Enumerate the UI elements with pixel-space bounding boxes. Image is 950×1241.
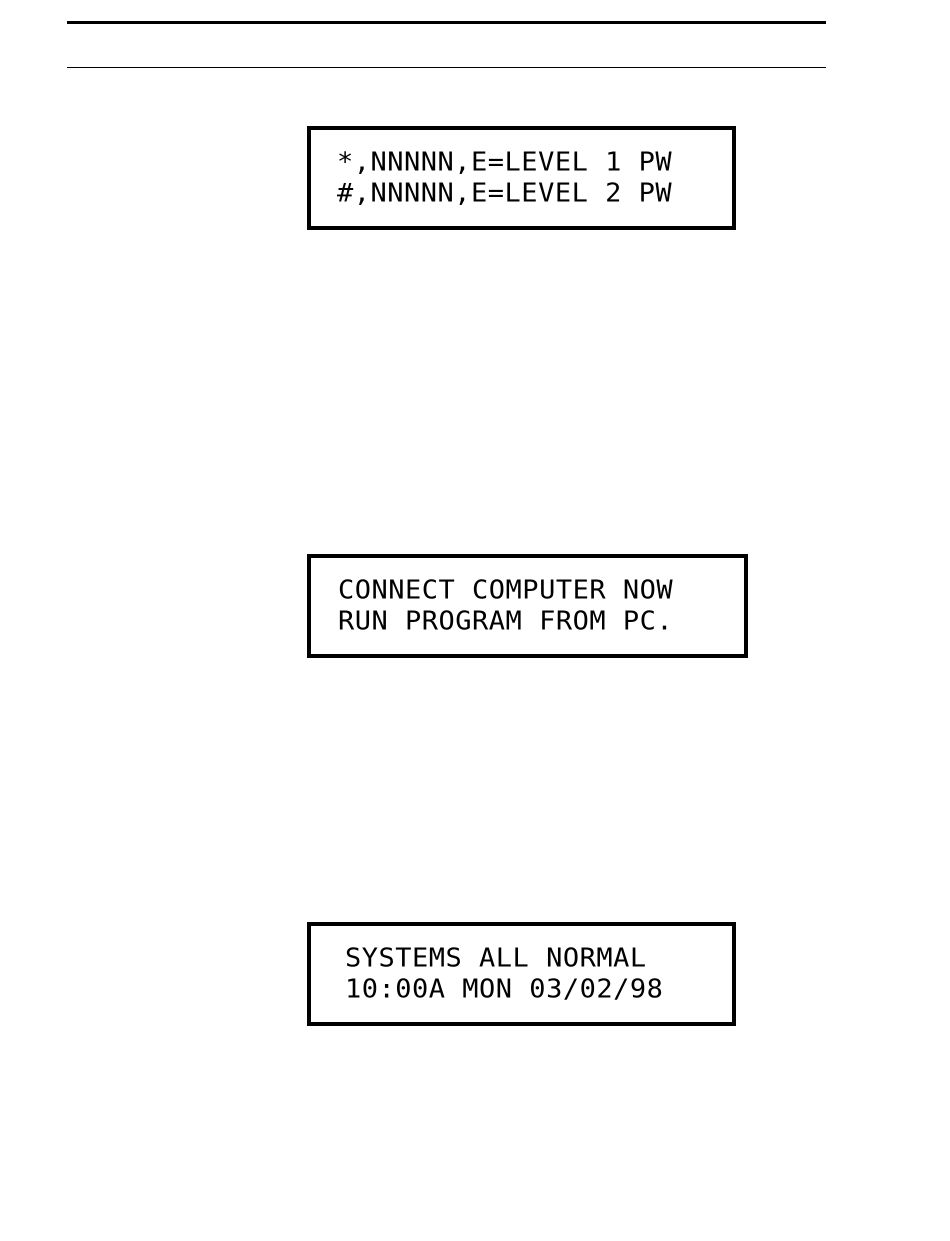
lcd-display-connect-computer: CONNECT COMPUTER NOW RUN PROGRAM FROM PC… [307, 554, 748, 658]
lcd-line-2: 10:00A MON 03/02/98 [345, 975, 732, 1004]
lcd-line-1: *,NNNNN,E=LEVEL 1 PW [337, 148, 732, 177]
header-rule-thick [67, 21, 826, 24]
lcd-display-system-normal: SYSTEMS ALL NORMAL 10:00A MON 03/02/98 [307, 922, 736, 1026]
header-rule-thin [67, 67, 826, 68]
lcd-line-2: #,NNNNN,E=LEVEL 2 PW [337, 179, 732, 208]
lcd-line-2: RUN PROGRAM FROM PC. [338, 607, 744, 636]
lcd-line-1: CONNECT COMPUTER NOW [338, 576, 744, 605]
lcd-display-password-levels: *,NNNNN,E=LEVEL 1 PW #,NNNNN,E=LEVEL 2 P… [307, 126, 736, 230]
lcd-line-1: SYSTEMS ALL NORMAL [345, 944, 732, 973]
